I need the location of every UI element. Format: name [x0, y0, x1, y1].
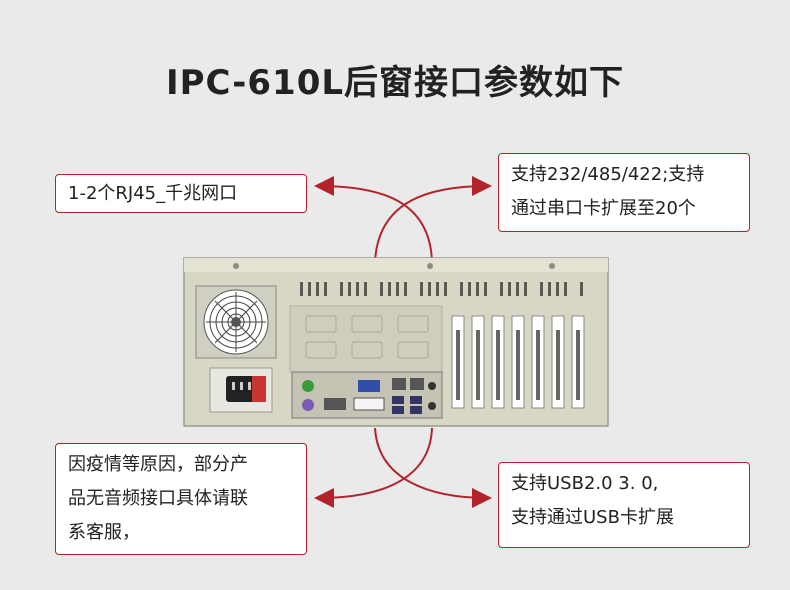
connector-bottom-left	[314, 427, 433, 508]
callout-audio-line-1: 因疫情等原因，部分产	[68, 454, 248, 475]
callout-rj45-text: 1-2个RJ45_千兆网口	[68, 183, 238, 204]
callout-audio-line-2: 品无音频接口具体请联	[68, 488, 248, 509]
connector-bottom-right	[374, 427, 492, 508]
callout-audio-note: 因疫情等原因，部分产 品无音频接口具体请联 系客服，	[55, 443, 307, 555]
callout-usb-line-1: 支持USB2.0 3. 0,	[511, 473, 659, 494]
callout-audio-line-3: 系客服，	[68, 522, 140, 543]
callout-serial-line-1: 支持232/485/422;支持	[511, 164, 705, 185]
connector-top-left	[314, 176, 433, 263]
callout-rj45: 1-2个RJ45_千兆网口	[55, 174, 307, 213]
power-socket	[209, 367, 273, 413]
callout-usb: 支持USB2.0 3. 0, 支持通过USB卡扩展	[498, 462, 750, 548]
callout-serial: 支持232/485/422;支持 通过串口卡扩展至20个	[498, 153, 750, 232]
psu-fan	[195, 285, 277, 359]
top-vents	[300, 282, 583, 296]
callout-serial-line-2: 通过串口卡扩展至20个	[511, 198, 696, 219]
expansion-slots	[451, 315, 585, 409]
connector-top-right	[374, 176, 492, 263]
page-title: IPC-610L后窗接口参数如下	[165, 63, 625, 103]
callout-usb-line-2: 支持通过USB卡扩展	[511, 507, 674, 528]
motherboard-io	[291, 371, 443, 419]
